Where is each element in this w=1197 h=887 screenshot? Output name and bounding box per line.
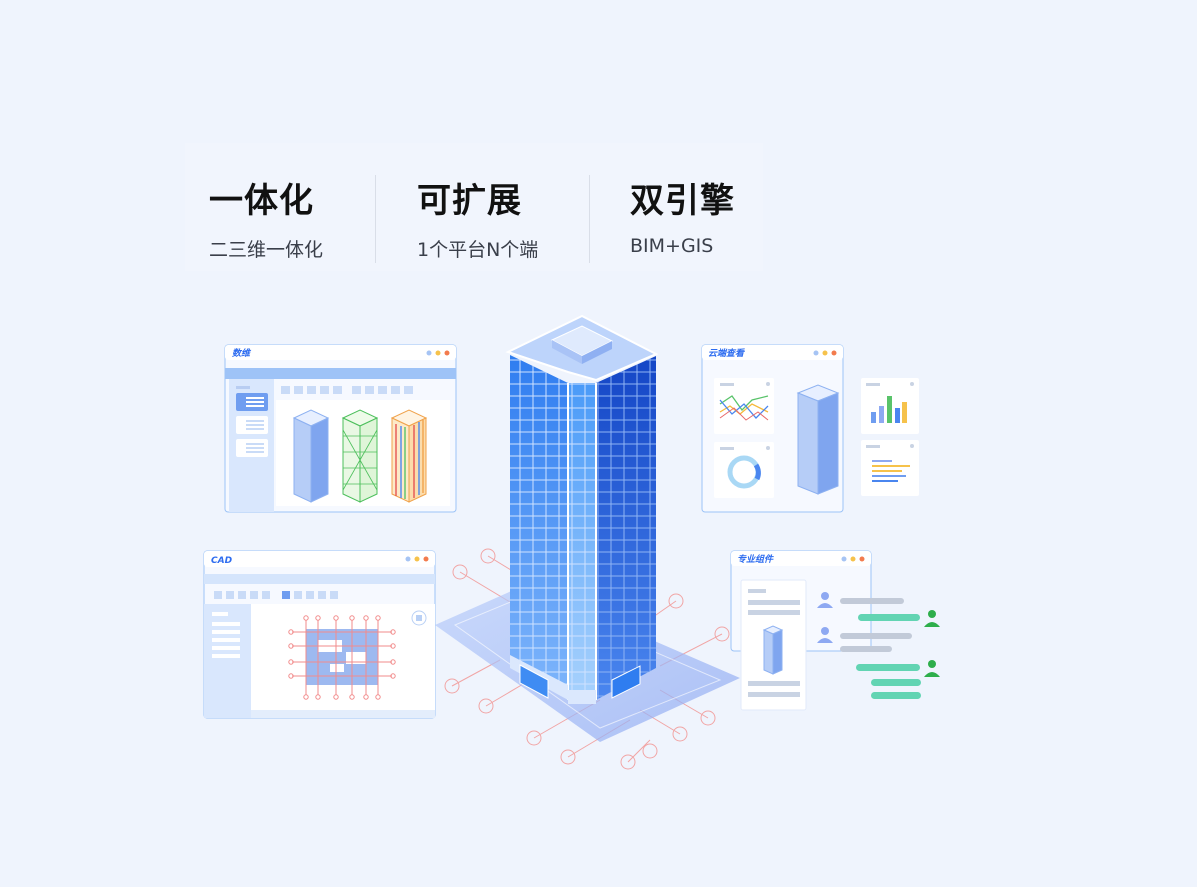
line-chart-card: [714, 378, 774, 434]
mini-tower-solid: [292, 409, 330, 503]
text-card: [861, 440, 919, 496]
feature-subtitle: 二三维一体化: [209, 239, 324, 261]
donut-chart-card: [714, 442, 774, 498]
window-dot-icon: [831, 350, 837, 356]
zhuanye-window-title: 专业组件: [737, 554, 774, 565]
window-dot-icon: [850, 556, 856, 562]
mini-tower-cloud: [796, 384, 840, 495]
user-icon: [817, 592, 833, 643]
feature-title: 一体化: [209, 181, 314, 221]
shuwei-window-title: 数维: [232, 348, 252, 359]
feature-extensible: 可扩展 1个平台N个端: [375, 143, 589, 271]
feature-divider: [375, 175, 376, 263]
yunduan-window-title: 云端查看: [708, 348, 745, 359]
mini-tower-wireframe: [341, 409, 379, 503]
feature-title: 可扩展: [417, 181, 522, 221]
shuwei-window: 数维: [224, 344, 457, 513]
zhuanye-window: 专业组件: [730, 550, 872, 711]
window-dot-icon: [444, 350, 450, 356]
mini-tower-structure: [390, 409, 428, 503]
window-dot-icon: [426, 350, 432, 356]
feature-strip: 一体化 二三维一体化 可扩展 1个平台N个端 双引擎 BIM+GIS: [185, 143, 763, 271]
bar-chart-card: [861, 378, 919, 434]
feature-subtitle: 1个平台N个端: [417, 239, 539, 261]
feature-title: 双引擎: [630, 181, 735, 221]
cad-window: CAD: [203, 550, 436, 719]
yunduan-window: 云端查看: [701, 344, 844, 513]
cad-window-title: CAD: [211, 556, 233, 566]
window-dot-icon: [841, 556, 847, 562]
window-dot-icon: [405, 556, 411, 562]
window-dot-icon: [423, 556, 429, 562]
window-dot-icon: [414, 556, 420, 562]
feature-dual-engine: 双引擎 BIM+GIS: [589, 143, 763, 271]
window-dot-icon: [859, 556, 865, 562]
user-icon: [924, 610, 940, 677]
window-dot-icon: [813, 350, 819, 356]
feature-subtitle: BIM+GIS: [630, 235, 714, 257]
window-dot-icon: [822, 350, 828, 356]
chat-thread: [817, 592, 940, 699]
feature-divider: [589, 175, 590, 263]
main-tower: [505, 314, 659, 704]
feature-integration: 一体化 二三维一体化: [185, 143, 375, 271]
cad-floor-plan: [288, 615, 396, 700]
window-dot-icon: [435, 350, 441, 356]
